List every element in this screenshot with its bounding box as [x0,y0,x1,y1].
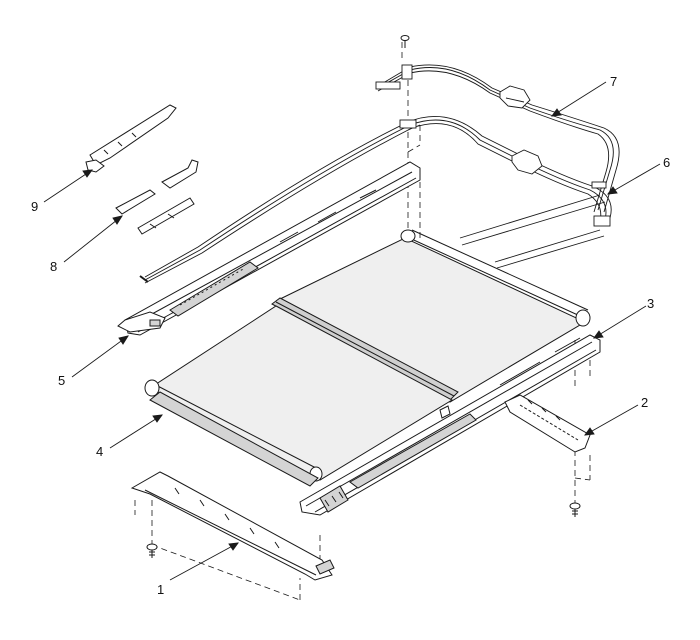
leader-2 [584,404,639,436]
leader-lines [43,81,661,581]
rail-end-bracket [85,104,177,173]
left-guide-rail [117,161,421,336]
cable-tube [459,194,606,269]
leader-9 [43,169,93,203]
rear-rail-bracket [504,394,591,453]
leader-3-arrow [593,330,604,339]
drive-cable-upper [375,64,620,213]
callout-7: 7 [610,74,618,89]
screw-bottom-left [146,543,158,558]
screw-bottom-right [569,480,581,517]
callout-3: 3 [647,296,655,311]
roller-blind [144,229,591,487]
screw-top [400,35,410,48]
callout-9: 9 [31,199,39,214]
leader-4 [109,414,163,449]
callout-8: 8 [50,259,58,274]
leader-8 [63,215,123,263]
right-guide-rail [299,334,601,516]
callout-5: 5 [58,373,66,388]
callout-6: 6 [663,155,671,170]
leader-6-arrow [607,186,618,195]
leader-6 [607,163,661,195]
leader-5-arrow [118,335,129,345]
front-rail-bracket [130,471,335,581]
leader-9-arrow [82,169,93,178]
leader-1 [169,542,239,581]
callout-2: 2 [641,395,649,410]
leader-5 [71,335,129,378]
drive-cable-lower [139,116,612,284]
leader-7-arrow [551,108,562,117]
callout-4: 4 [96,444,104,459]
leader-4-arrow [152,414,163,423]
leader-3 [593,305,647,339]
callout-1: 1 [157,582,165,597]
leader-2-arrow [584,427,595,436]
leader-8-arrow [112,215,123,225]
leader-7 [551,81,607,117]
slider-clip [115,159,199,235]
leader-1-arrow [228,542,239,551]
